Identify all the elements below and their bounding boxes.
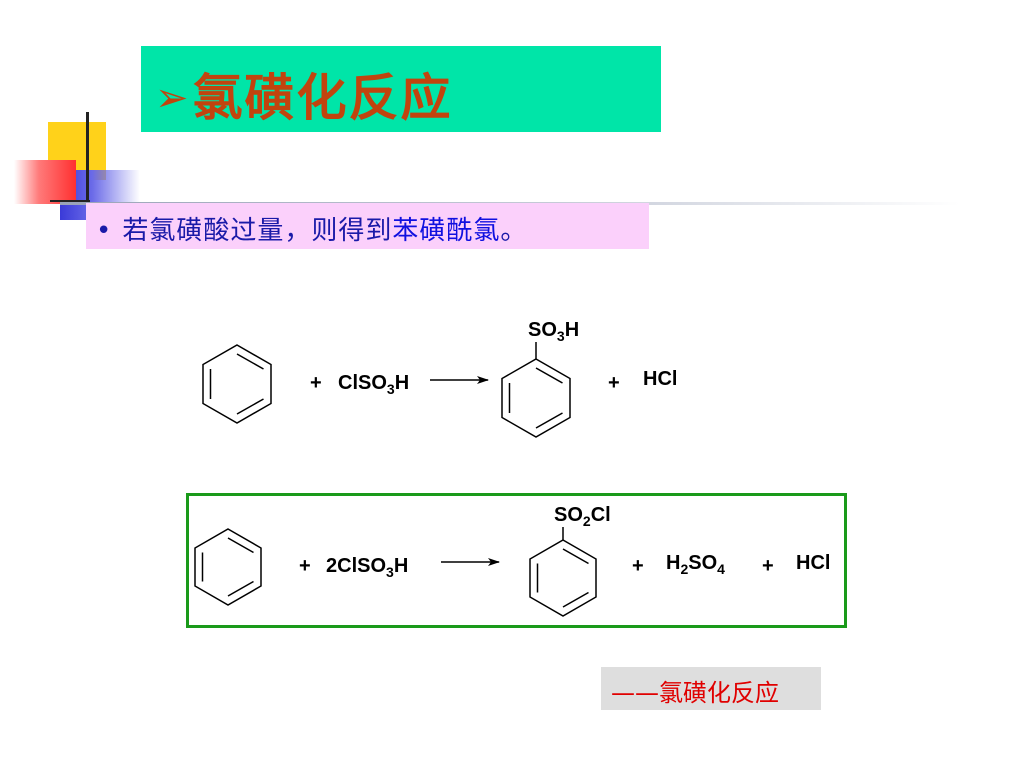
bullet-point: • 若氯磺酸过量，则得到苯磺酰氯。 [86,203,649,249]
reaction-2-box [186,493,847,628]
page-title: ➢氯磺化反应 [155,58,453,130]
plus-sign: + [632,555,644,577]
caption-text: ——氯磺化反应 [611,679,779,707]
deco-horizontal-line [50,200,90,202]
byproduct-sulfuric-acid: H2SO4 [666,552,725,577]
bullet-text-plain: 若氯磺酸过量，则得到 [122,216,393,246]
byproduct-hcl: HCl [796,552,830,574]
reagent-chlorosulfonic-acid-excess: 2ClSO3H [326,555,408,580]
benzene-ring-reactant-2 [194,528,262,606]
bullet-text: • 若氯磺酸过量，则得到苯磺酰氯。 [96,210,527,247]
reaction-1: + ClSO3H SO3H + HCl [202,319,677,438]
plus-sign: + [608,372,620,394]
benzene-ring-product-1 [501,358,571,438]
deco-vertical-line [86,112,89,220]
deco-red-square [14,160,76,204]
reagent-chlorosulfonic-acid: ClSO3H [338,372,409,397]
bullet-dot-icon: • [96,216,113,246]
product-sulfonyl-chloride-label: SO2Cl [554,504,611,529]
plus-sign: + [762,555,774,577]
benzene-ring-reactant-1 [202,344,272,424]
bullet-text-end: 。 [500,216,528,246]
title-label: 氯磺化反应 [192,69,453,127]
product-sulfonic-acid-label: SO3H [528,319,579,344]
arrow-bullet-icon: ➢ [155,75,191,121]
reaction-2: + 2ClSO3H SO2Cl + H2SO4 + HCl [194,504,830,617]
byproduct-hcl: HCl [643,368,677,390]
title-banner: ➢氯磺化反应 [141,46,661,132]
benzene-ring-product-2 [529,539,597,617]
plus-sign: + [299,555,311,577]
caption-box: ——氯磺化反应 [601,667,821,710]
bullet-text-highlight: 苯磺酰氯 [392,216,501,246]
plus-sign: + [310,372,322,394]
